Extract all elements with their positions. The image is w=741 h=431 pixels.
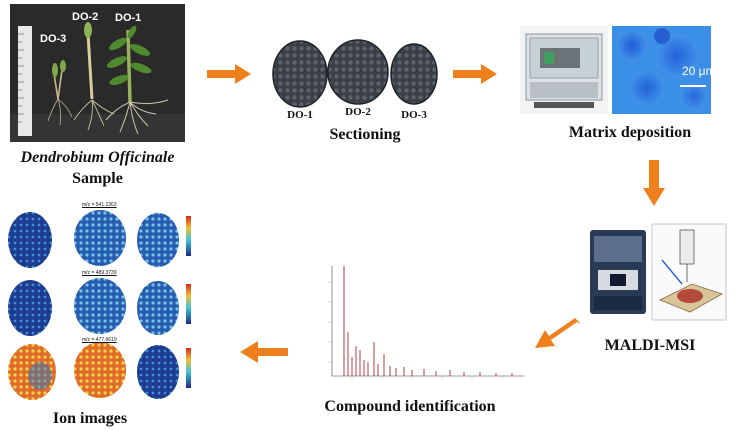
plant-label-do1: DO-1 xyxy=(115,12,142,24)
species-caption: Dendrobium Officinale xyxy=(20,149,175,166)
arrow-down-left-icon xyxy=(535,318,581,348)
matrix-sprayer-instrument xyxy=(520,26,608,114)
ion-row-label-2: m/z = 489.3739 xyxy=(82,270,117,276)
maldi-instrument xyxy=(590,223,727,321)
ion-images-caption: Ion images xyxy=(52,410,128,427)
arrow-down-icon xyxy=(643,160,665,206)
sectioning-caption: Sectioning xyxy=(329,126,401,143)
section-label-do1: DO-1 xyxy=(287,109,313,121)
plant-label-do3: DO-3 xyxy=(40,33,67,45)
maldi-caption: MALDI-MSI xyxy=(604,337,696,354)
ion-images-grid xyxy=(8,210,191,400)
sample-caption: Sample xyxy=(72,170,123,187)
arrow-left-icon xyxy=(240,341,288,363)
plant-photo-graphic xyxy=(10,4,185,142)
arrow-right-icon xyxy=(453,64,497,84)
section-label-do3: DO-3 xyxy=(401,109,427,121)
matrix-crystal-micrograph xyxy=(612,26,711,114)
compound-caption: Compound identification xyxy=(324,398,496,415)
mass-spectrum xyxy=(312,262,528,386)
plant-photo xyxy=(10,4,185,142)
ion-row-label-3: m/z = 477.6619 xyxy=(82,337,117,343)
plant-label-do2: DO-2 xyxy=(72,11,99,23)
scale-bar-label: 20 μm xyxy=(682,64,716,78)
tissue-sections xyxy=(272,39,438,108)
matrix-caption: Matrix deposition xyxy=(568,124,692,141)
ion-row-label-1: m/z = 541.1363 xyxy=(82,202,117,208)
section-label-do2: DO-2 xyxy=(345,106,371,118)
arrow-right-icon xyxy=(207,64,251,84)
